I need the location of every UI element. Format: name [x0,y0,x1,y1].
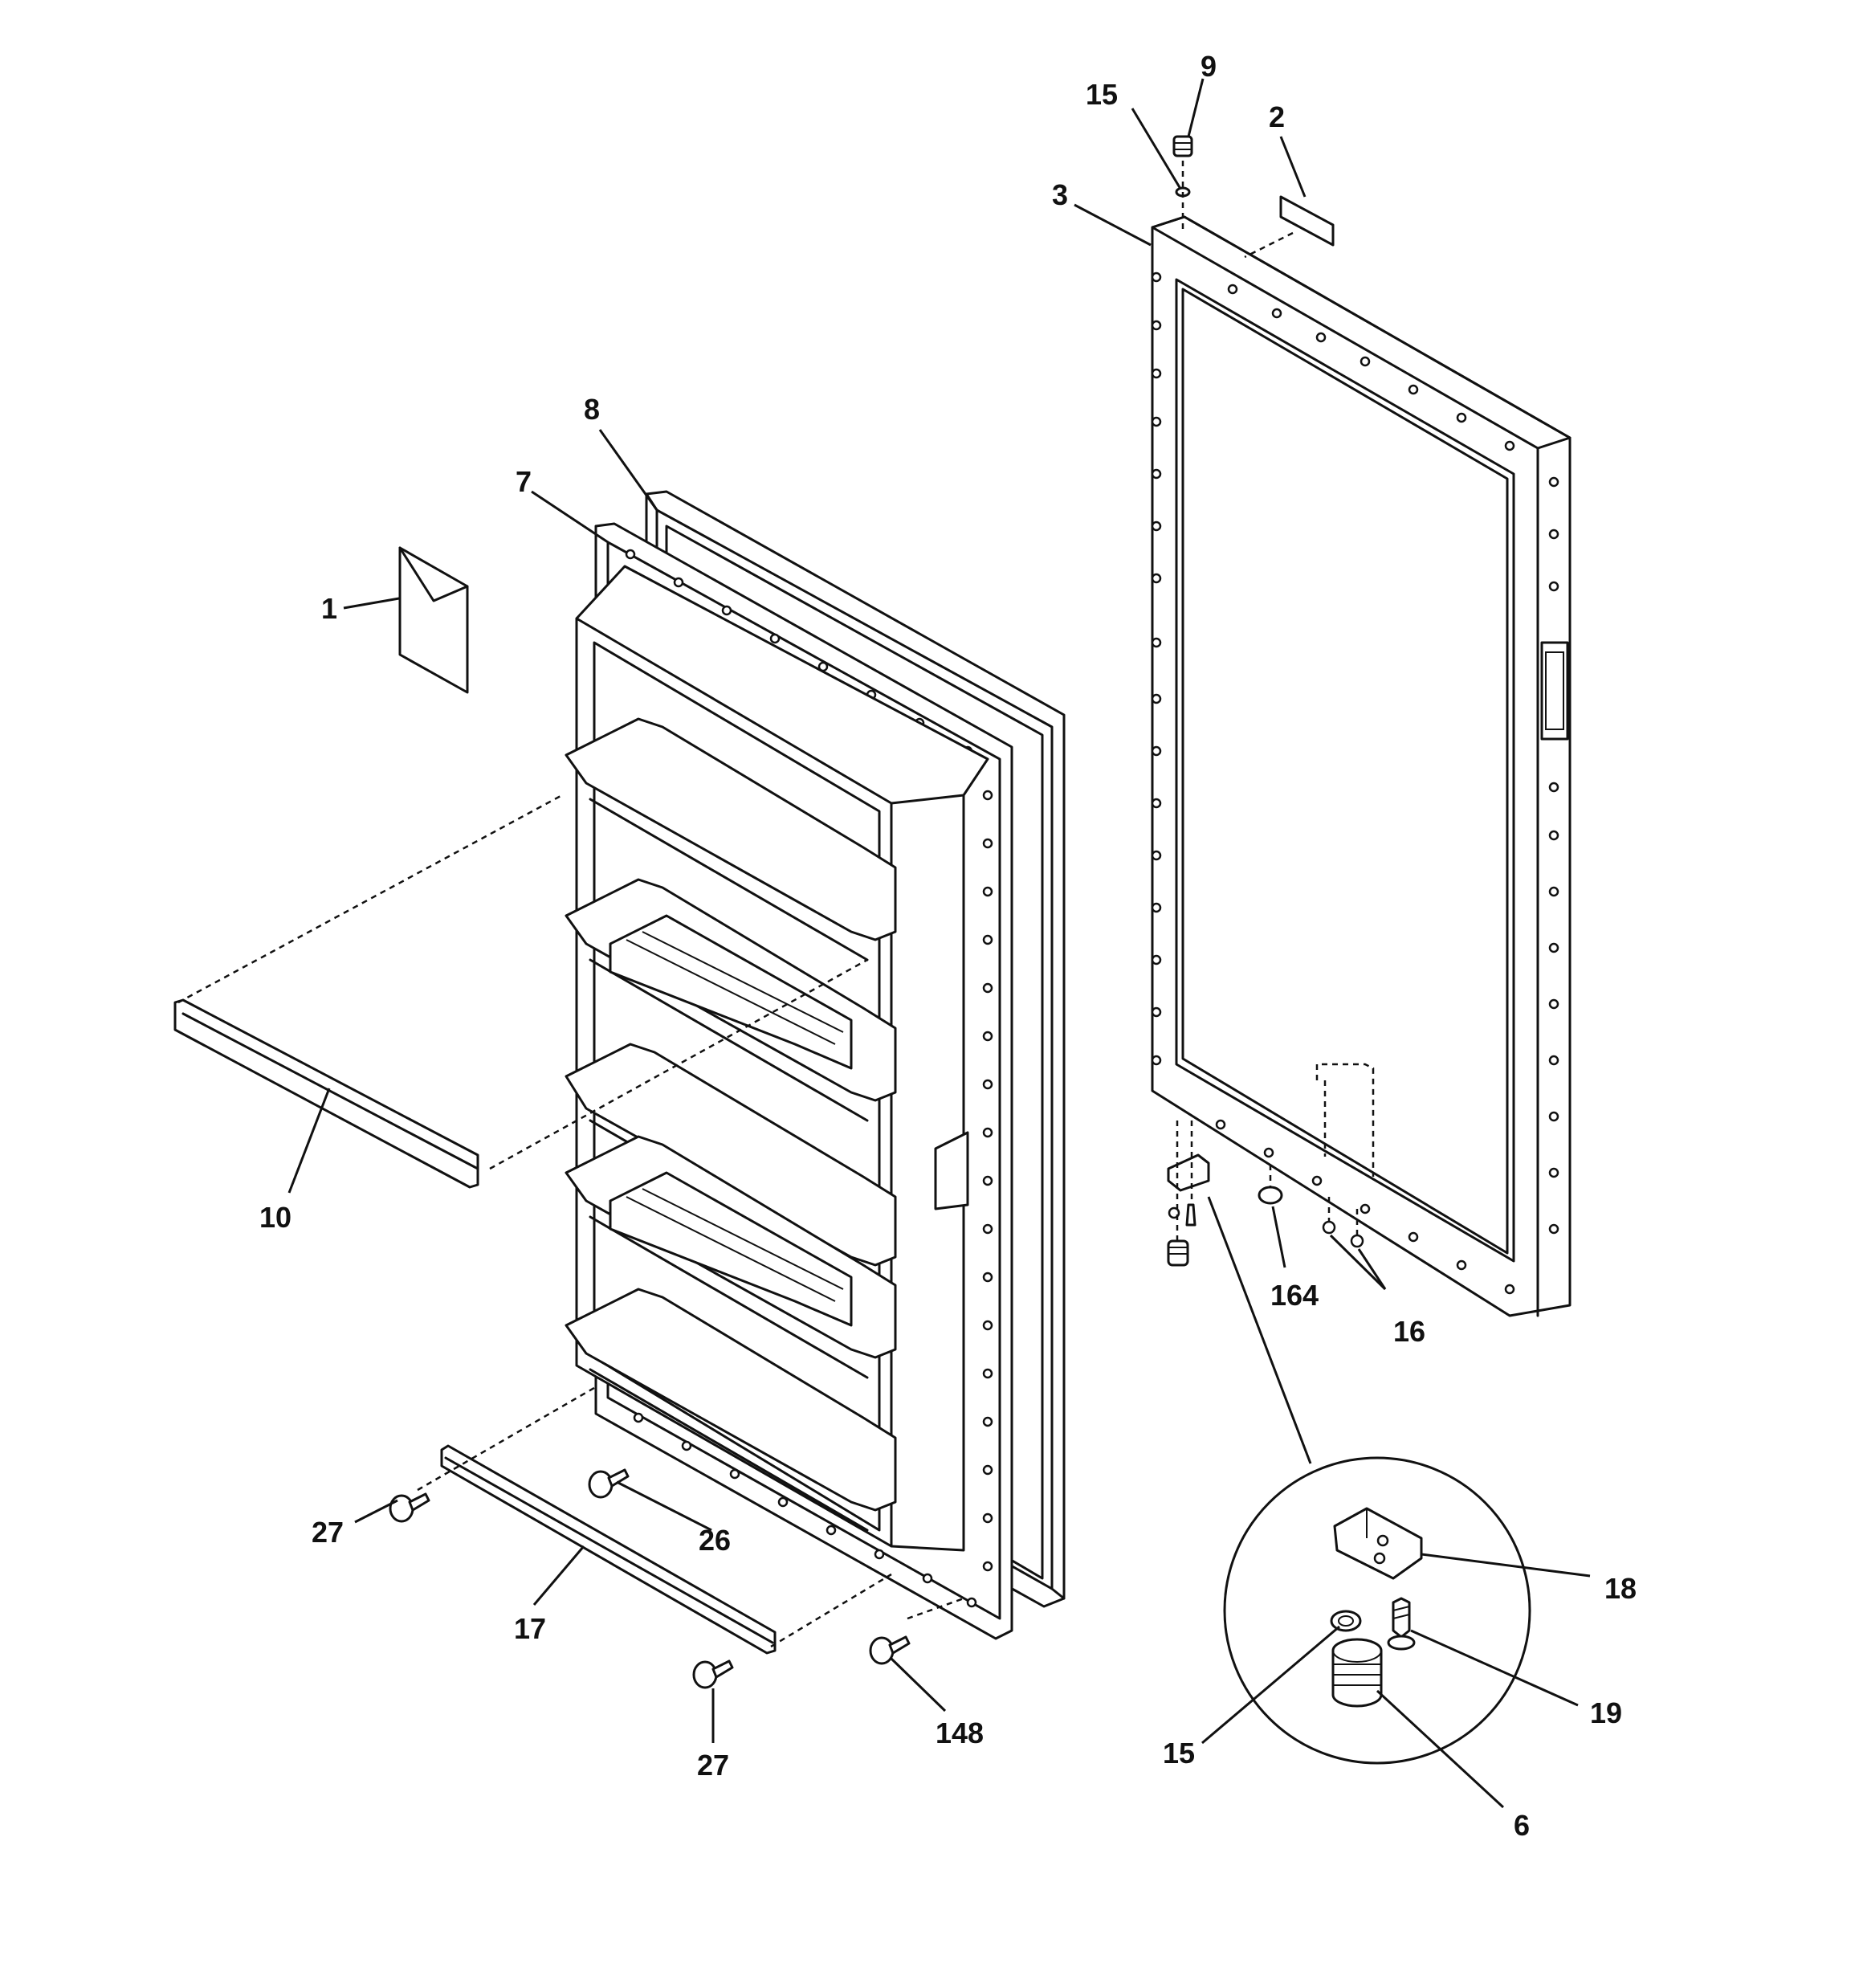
part-17-shelf-bar [417,1384,964,1655]
callout-18: 18 [1604,1572,1637,1605]
callout-19: 19 [1590,1696,1622,1729]
callout-3: 3 [1052,178,1068,211]
inner-door-liner [565,565,989,1552]
hinge-detail-circle [1207,1196,1531,1765]
liner-screw-holes [625,549,993,1608]
callout-164: 164 [1270,1279,1319,1312]
callout-148: 148 [936,1717,984,1749]
callout-7: 7 [516,465,532,498]
fastener-27-bottom [692,1659,734,1689]
callout-27-left: 27 [312,1516,344,1549]
part-9-screw-top [1172,135,1193,233]
callout-6: 6 [1514,1809,1530,1842]
callout-labels: 1 2 3 9 15 8 7 10 27 26 17 27 148 164 16… [259,50,1637,1842]
outer-door-panel [1151,215,1572,1317]
callout-15-detail: 15 [1163,1737,1195,1770]
callout-27-bottom: 27 [697,1749,729,1782]
callout-26: 26 [699,1524,731,1557]
callout-8: 8 [584,393,600,426]
callout-15-top: 15 [1086,78,1118,111]
callout-2: 2 [1269,100,1285,133]
callout-17: 17 [514,1612,546,1645]
leader-lines [287,78,1591,1809]
fastener-27-left [389,1492,430,1523]
callout-9: 9 [1201,50,1217,83]
callout-10: 10 [259,1201,291,1234]
part-2-label [1244,195,1335,259]
part-1-envelope [398,546,469,694]
callout-1: 1 [321,592,337,625]
fastener-26 [588,1468,630,1499]
fastener-148 [869,1635,911,1665]
callout-16: 16 [1393,1315,1425,1348]
panel-screw-holes [1151,271,1559,1295]
bottom-hinge-parts [1167,1121,1364,1267]
ribbed-shelves [609,914,853,1327]
